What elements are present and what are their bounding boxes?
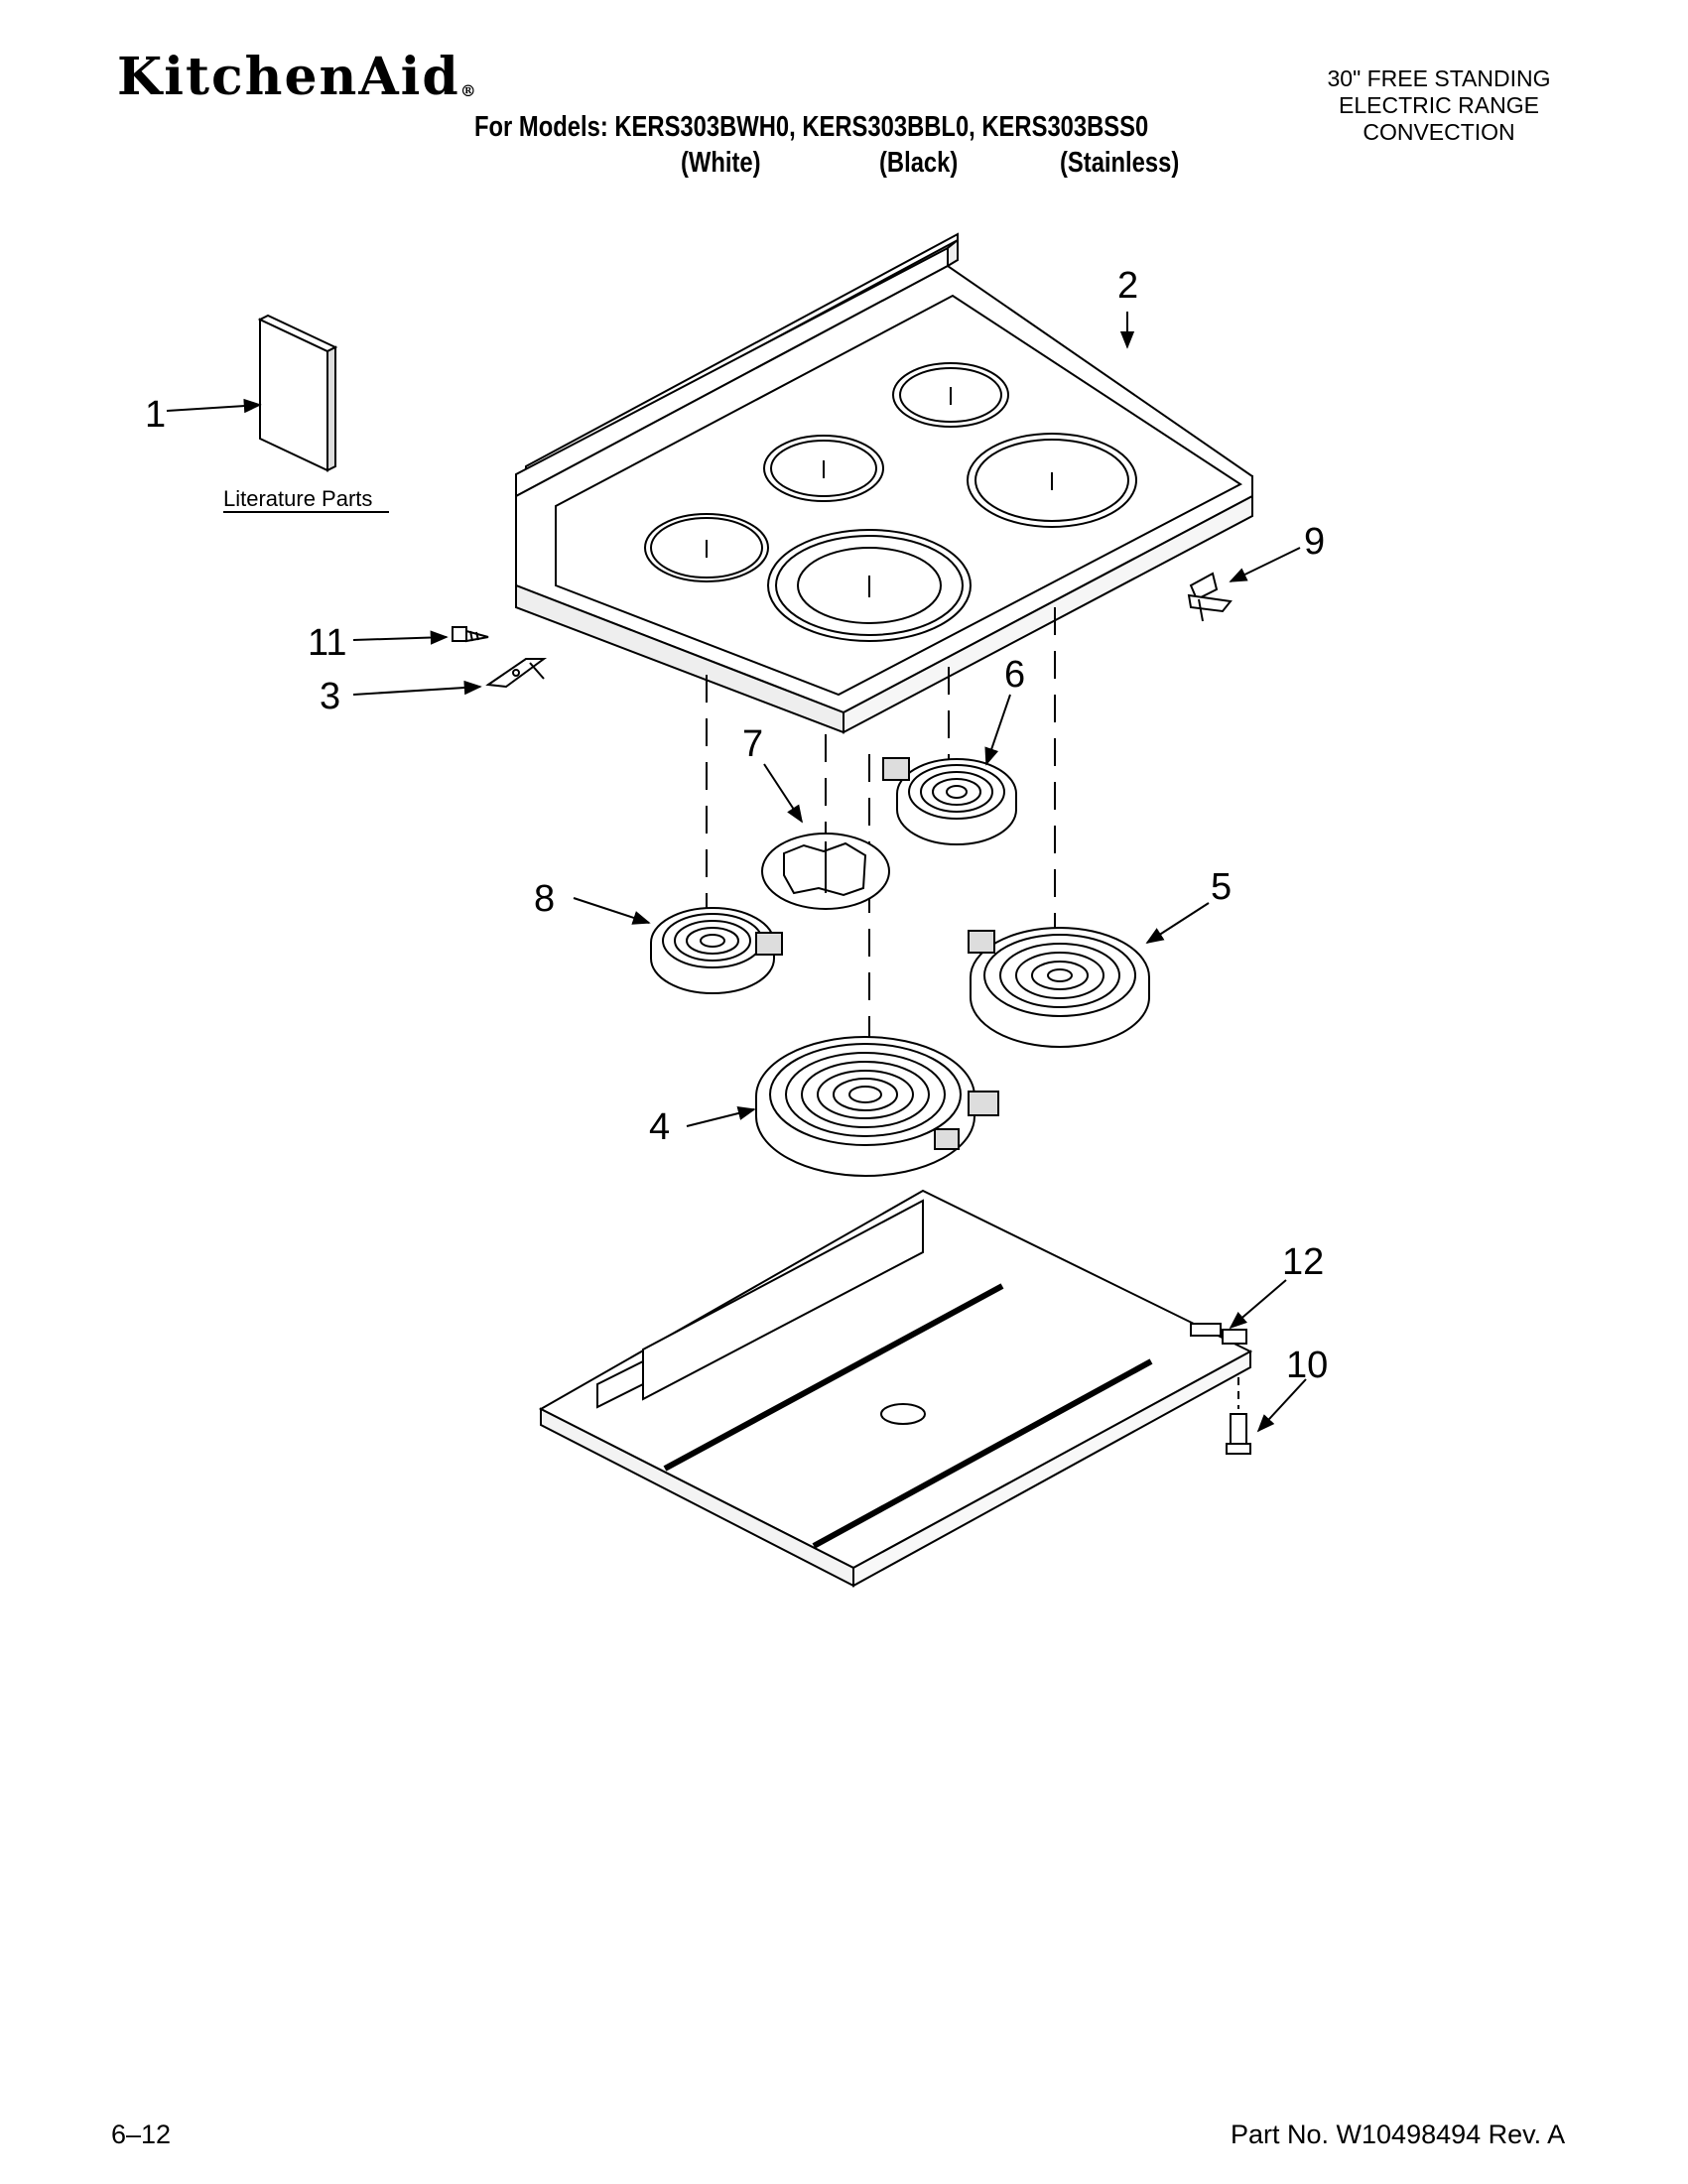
callout-5: 5 bbox=[1211, 866, 1232, 908]
brand-logo: KitchenAid® bbox=[117, 52, 478, 103]
heat-shield-7 bbox=[761, 833, 890, 910]
bracket-3 bbox=[485, 658, 548, 689]
callout-9: 9 bbox=[1304, 521, 1325, 563]
product-description: 30" FREE STANDING ELECTRIC RANGE CONVECT… bbox=[1280, 65, 1598, 146]
callout-12: 12 bbox=[1282, 1241, 1324, 1283]
brand-name: KitchenAid bbox=[117, 47, 460, 107]
leader-lines bbox=[166, 312, 1307, 1433]
callout-3: 3 bbox=[320, 676, 340, 717]
model-colors: (White) (Black) (Stainless) bbox=[0, 147, 1688, 181]
callout-8: 8 bbox=[534, 878, 555, 920]
screw-10 bbox=[1226, 1377, 1251, 1455]
small-element-8 bbox=[650, 907, 783, 994]
literature-parts-label: Literature Parts bbox=[223, 486, 372, 511]
models-line: For Models: KERS303BWH0, KERS303BBL0, KE… bbox=[474, 111, 1149, 143]
product-desc-line-2: ELECTRIC RANGE bbox=[1339, 92, 1539, 118]
color-stainless: (Stainless) bbox=[1060, 147, 1180, 179]
literature-book bbox=[257, 314, 338, 472]
callout-10: 10 bbox=[1286, 1345, 1328, 1386]
callout-6: 6 bbox=[1004, 654, 1025, 696]
part-number: Part No. W10498494 Rev. A bbox=[1231, 2120, 1566, 2149]
medium-element-6 bbox=[882, 757, 1017, 845]
color-black: (Black) bbox=[879, 147, 959, 179]
date-code: 6–12 bbox=[111, 2120, 172, 2149]
large-element-5 bbox=[968, 927, 1150, 1048]
registered-mark: ® bbox=[459, 81, 478, 100]
assembly-lines bbox=[706, 607, 1056, 1082]
dual-element-4 bbox=[755, 1036, 999, 1177]
bottom-panel-12 bbox=[538, 1189, 1253, 1588]
clip-9 bbox=[1187, 572, 1233, 622]
callout-1: 1 bbox=[145, 394, 166, 436]
callout-7: 7 bbox=[742, 723, 763, 765]
product-desc-line-1: 30" FREE STANDING bbox=[1327, 65, 1551, 91]
callout-2: 2 bbox=[1117, 265, 1138, 307]
callout-11: 11 bbox=[308, 622, 346, 664]
product-desc-line-3: CONVECTION bbox=[1363, 119, 1515, 145]
cooktop bbox=[515, 232, 1253, 734]
color-white: (White) bbox=[681, 147, 761, 179]
callout-4: 4 bbox=[649, 1106, 670, 1148]
screw-11 bbox=[452, 626, 489, 643]
